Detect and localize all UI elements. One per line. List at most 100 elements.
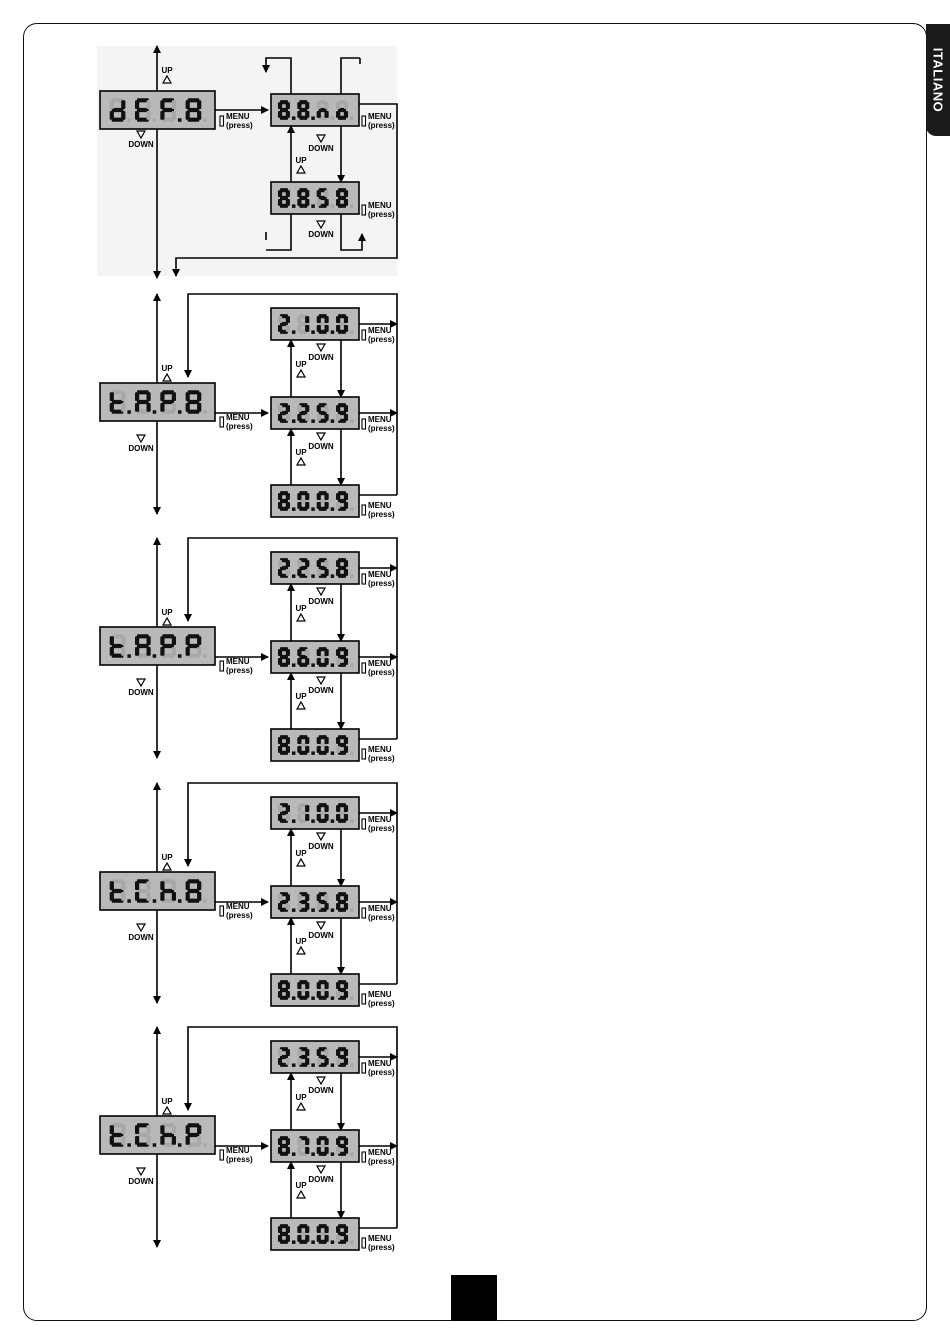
press-label: (press): [368, 913, 395, 922]
segment-f: [316, 649, 321, 656]
decimal-point: [330, 1063, 335, 1067]
segment-e: [336, 111, 341, 118]
decimal-point: [203, 1143, 207, 1147]
segment-g: [318, 742, 327, 748]
decimal-point: [311, 574, 315, 578]
segment-f: [297, 102, 302, 109]
segment-b: [197, 1125, 202, 1134]
segment-d: [111, 117, 124, 122]
segment-f: [277, 405, 283, 412]
segment-f: [185, 392, 190, 401]
segment-e: [160, 647, 165, 656]
segment-f: [316, 405, 321, 412]
decimal-point: [291, 819, 296, 823]
up-triangle-icon: [161, 1105, 173, 1115]
segment-c: [197, 1136, 202, 1145]
segment-b: [343, 982, 349, 989]
segment-f: [297, 1138, 302, 1145]
loop-left-bottom: [266, 214, 292, 251]
segment-f: [277, 737, 283, 744]
segment-c: [305, 658, 310, 665]
segment-f: [277, 493, 283, 500]
segment-f: [277, 649, 283, 656]
decimal-point: [203, 410, 207, 414]
decimal-point: [311, 1152, 315, 1156]
segment-b: [121, 100, 126, 109]
decimal-point: [203, 654, 207, 658]
outer-loop-line: [184, 293, 398, 495]
segment-c: [197, 111, 202, 120]
segment-b: [285, 894, 290, 901]
segment-b: [285, 1049, 290, 1056]
press-label: (press): [368, 579, 395, 588]
up-label: UP: [161, 608, 173, 617]
segment-g: [338, 410, 347, 416]
segment-e: [336, 414, 341, 421]
segment-c: [285, 502, 290, 509]
segment-g: [338, 107, 347, 113]
segment-b: [305, 1226, 310, 1233]
segment-b: [343, 560, 349, 567]
segment-b: [324, 560, 329, 567]
segment-e: [336, 658, 341, 665]
segment-g: [279, 1054, 288, 1060]
segment-e: [316, 111, 321, 118]
menu-button-icon: [361, 115, 367, 127]
main-display-tapp: [99, 626, 216, 666]
segment-g: [318, 107, 327, 113]
segment-e: [297, 502, 302, 509]
option-display-1-tchp: [270, 1040, 360, 1074]
segment-g: [318, 1054, 327, 1060]
decimal-point: [177, 118, 182, 122]
decimal-point: [291, 1063, 296, 1067]
segment-e: [297, 414, 302, 421]
segment-b: [324, 805, 329, 812]
segment-a: [111, 1123, 124, 1128]
decimal-point: [152, 899, 157, 903]
segment-f: [316, 1049, 321, 1056]
segment-c: [171, 403, 176, 412]
main-display-tchp: [99, 1115, 216, 1155]
segment-d: [162, 1142, 174, 1147]
segment-d: [111, 898, 124, 903]
segment-e: [277, 325, 283, 332]
decimal-point: [311, 751, 315, 755]
segment-c: [343, 1147, 349, 1154]
segment-g: [137, 888, 149, 894]
segment-b: [197, 881, 202, 890]
segment-a: [162, 390, 174, 395]
segment-f: [109, 881, 114, 890]
decimal-point: [291, 996, 296, 1000]
down-triangle-icon: [315, 676, 327, 686]
segment-f: [336, 982, 341, 989]
segment-e: [316, 1235, 321, 1242]
segment-b: [146, 392, 151, 401]
segment-e: [160, 403, 165, 412]
menu-button-icon: [361, 418, 367, 430]
up-triangle-icon: [295, 857, 307, 867]
press-label: (press): [368, 1068, 395, 1077]
segment-c: [285, 991, 290, 998]
segment-e: [277, 569, 283, 576]
segment-f: [316, 805, 321, 812]
segment-f: [336, 560, 341, 567]
decimal-point: [291, 574, 296, 578]
menu-label: MENU: [368, 815, 392, 824]
press-label: (press): [368, 824, 395, 833]
segment-c: [324, 569, 329, 576]
segment-c: [343, 1235, 349, 1242]
segment-e: [297, 814, 302, 821]
segment-c: [305, 1058, 310, 1065]
down-label: DOWN: [308, 230, 334, 239]
segment-b: [343, 1138, 349, 1145]
segment-g: [187, 643, 200, 649]
decimal-point: [350, 419, 354, 423]
segment-e: [336, 1147, 341, 1154]
segment-c: [324, 1058, 329, 1065]
segment-g: [279, 107, 288, 113]
down-label: DOWN: [308, 144, 334, 153]
segment-g: [162, 643, 174, 649]
segment-b: [285, 190, 290, 197]
decimal-point: [203, 118, 207, 122]
